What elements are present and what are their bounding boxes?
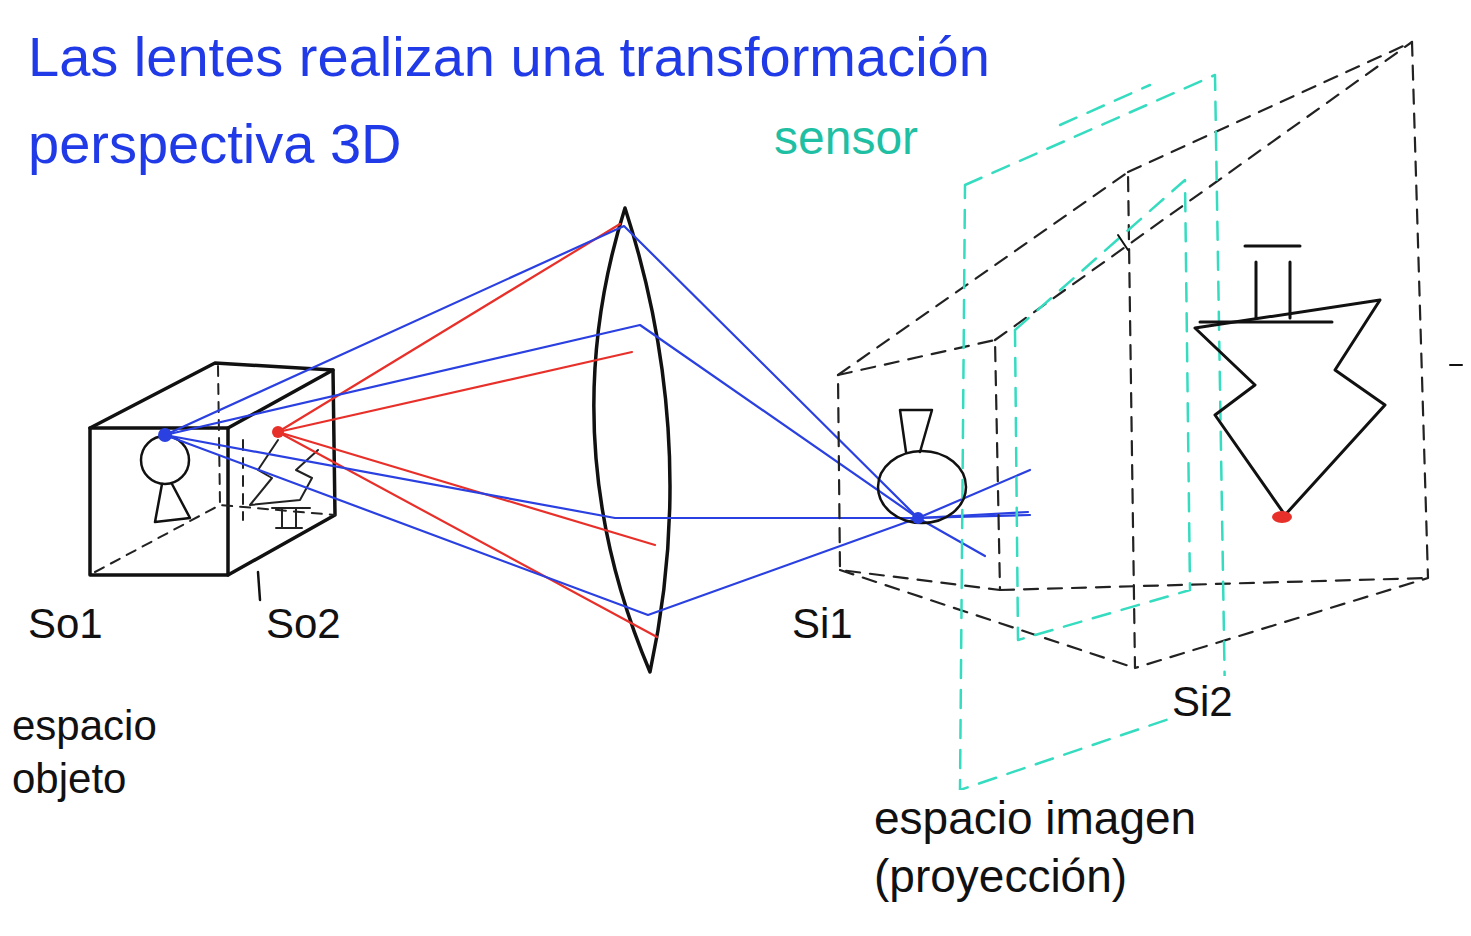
volume-edge	[995, 42, 1412, 340]
object-figure-front	[141, 436, 190, 522]
light-ray	[165, 435, 1028, 518]
light-ray	[165, 226, 985, 556]
figure-head	[141, 436, 189, 484]
hidden-edge	[218, 366, 220, 505]
figure-leg	[1289, 262, 1292, 318]
light-ray	[278, 352, 632, 432]
image-space-volume	[838, 42, 1428, 668]
volume-edge	[1000, 578, 1428, 590]
plane-label: Si2	[1168, 676, 1237, 729]
image-plane-front	[838, 340, 1000, 590]
cube-right-face	[228, 370, 335, 575]
light-ray	[165, 435, 1030, 615]
image-plane-back	[1128, 42, 1428, 668]
figure-body	[900, 410, 932, 452]
volume-edge	[840, 570, 1135, 668]
region-label: espacio objeto	[8, 700, 246, 805]
figure-leg	[295, 508, 297, 528]
figure-foot	[1245, 245, 1300, 248]
figure-arrow	[250, 440, 318, 505]
point-marker	[1272, 511, 1292, 523]
title: Las lentes realizan una transformación p…	[28, 14, 1208, 188]
image-figure-small	[878, 410, 966, 523]
sensor-edge	[1060, 85, 1150, 125]
figure-leg	[281, 508, 283, 528]
light-ray	[278, 224, 620, 432]
sensor-inner	[1015, 180, 1190, 640]
plane-label: So2	[262, 598, 345, 651]
point-marker	[158, 428, 172, 442]
tick-mark	[1450, 364, 1462, 366]
figure-arrow	[1195, 300, 1385, 515]
hidden-edge	[95, 505, 335, 572]
blue-rays	[165, 226, 1030, 615]
red-rays	[278, 224, 657, 637]
figure-base	[1200, 321, 1332, 324]
figure-head	[878, 451, 966, 523]
figure-foot	[276, 527, 302, 529]
lens	[594, 208, 670, 672]
image-figure-large	[1195, 246, 1385, 515]
light-ray	[278, 432, 655, 545]
point-marker	[912, 512, 924, 524]
figure-base	[272, 507, 310, 509]
cube-hidden-edges	[95, 366, 335, 572]
tick-mark	[258, 572, 260, 600]
sensor-label: sensor	[770, 108, 922, 168]
point-marker	[272, 426, 284, 438]
figure-body	[155, 484, 190, 522]
plane-label: Si1	[788, 598, 857, 651]
plane-label: So1	[24, 598, 107, 651]
light-ray	[165, 325, 1030, 518]
volume-edge	[838, 172, 1128, 375]
cube-top-face	[90, 363, 333, 428]
region-label: espacio imagen (proyección)	[870, 790, 1278, 905]
object-cube	[90, 363, 335, 575]
hidden-edge	[242, 440, 244, 520]
tick-mark	[1118, 235, 1128, 250]
figure-leg	[1255, 262, 1258, 318]
